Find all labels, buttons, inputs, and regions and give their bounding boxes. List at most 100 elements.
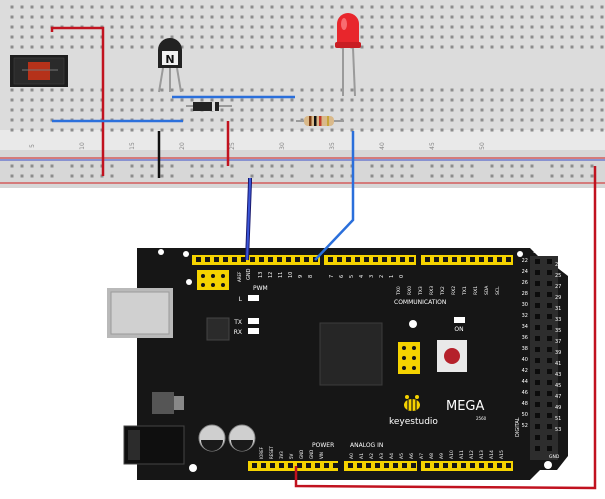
breadboard-hole (490, 108, 494, 112)
pin-label: A4 (389, 453, 395, 459)
breadboard-hole (560, 35, 564, 39)
breadboard-hole (320, 45, 324, 49)
breadboard-hole (60, 98, 64, 102)
header-pin (306, 463, 311, 468)
breadboard-hole (310, 45, 314, 49)
rail-hole (10, 164, 14, 168)
breadboard-hole (130, 98, 134, 102)
breadboard-hole (190, 128, 194, 132)
header-pin (535, 292, 540, 297)
breadboard-hole (550, 15, 554, 19)
pin-label: 37 (555, 339, 561, 345)
rail-hole (110, 164, 114, 168)
rail-hole (560, 174, 564, 178)
pin-label: 48 (522, 401, 528, 407)
header-pin (425, 463, 430, 468)
pin-label: A6 (409, 453, 415, 459)
breadboard-hole (560, 88, 564, 92)
pin-label: 26 (522, 280, 528, 286)
header-pin (277, 257, 282, 262)
breadboard-hole (540, 128, 544, 132)
breadboard-hole (280, 35, 284, 39)
pin-label: 2 (379, 275, 385, 278)
rail-hole (130, 174, 134, 178)
breadboard-hole (410, 98, 414, 102)
breadboard-hole (400, 118, 404, 122)
rail-hole (140, 174, 144, 178)
breadboard-hole (240, 98, 244, 102)
breadboard-hole (30, 5, 34, 9)
breadboard-hole (410, 5, 414, 9)
breadboard-hole (440, 118, 444, 122)
breadboard-hole (470, 15, 474, 19)
voltage-regulator (152, 392, 174, 414)
breadboard-hole (200, 45, 204, 49)
breadboard-hole (560, 15, 564, 19)
pin-label: A10 (449, 450, 455, 459)
header-pin (479, 257, 484, 262)
breadboard-hole (580, 98, 584, 102)
pin-label: 5 (349, 275, 355, 278)
breadboard-hole (310, 98, 314, 102)
breadboard-hole (600, 108, 604, 112)
breadboard-hole (330, 88, 334, 92)
breadboard-hole (320, 108, 324, 112)
header-pin (268, 257, 273, 262)
breadboard-hole (250, 128, 254, 132)
breadboard-hole (520, 25, 524, 29)
breadboard-hole (190, 25, 194, 29)
breadboard-hole (350, 88, 354, 92)
breadboard-hole (240, 15, 244, 19)
icsp-pins-2 (402, 346, 416, 370)
rail-hole (460, 164, 464, 168)
breadboard-hole (130, 108, 134, 112)
breadboard-hole (300, 45, 304, 49)
breadboard-hole (470, 128, 474, 132)
rail-hole (260, 174, 264, 178)
breadboard-hole (540, 35, 544, 39)
breadboard-hole (200, 35, 204, 39)
rail-hole (560, 164, 564, 168)
header-pin (402, 463, 407, 468)
breadboard-hole (150, 108, 154, 112)
header-pin (196, 257, 201, 262)
breadboard-hole (240, 108, 244, 112)
breadboard-hole (90, 128, 94, 132)
breadboard-hole (600, 45, 604, 49)
breadboard-hole (110, 25, 114, 29)
rail-hole (170, 174, 174, 178)
breadboard-hole (590, 108, 594, 112)
resistor-band-1 (309, 116, 312, 126)
breadboard-hole (410, 88, 414, 92)
breadboard-hole (70, 35, 74, 39)
breadboard-hole (410, 35, 414, 39)
mount-hole-3 (186, 279, 192, 285)
rail-hole (590, 164, 594, 168)
rail-hole (470, 164, 474, 168)
breadboard-hole (90, 5, 94, 9)
header-pin (535, 336, 540, 341)
rail-hole (200, 174, 204, 178)
breadboard-hole (450, 88, 454, 92)
breadboard-hole (570, 128, 574, 132)
breadboard-hole (210, 128, 214, 132)
rail-hole (290, 174, 294, 178)
breadboard-hole (430, 108, 434, 112)
pin-label: A0 (349, 453, 355, 459)
breadboard-hole (480, 108, 484, 112)
pin-label: 25 (555, 273, 561, 279)
pin-label: 50 (522, 412, 528, 418)
header-pin (535, 347, 540, 352)
pin-label: 4 (359, 275, 365, 278)
rail-hole (430, 164, 434, 168)
breadboard-hole (270, 118, 274, 122)
led-rx-indicator (248, 328, 259, 334)
breadboard-hole (190, 118, 194, 122)
column-number: 20 (179, 142, 186, 150)
breadboard-hole (520, 128, 524, 132)
breadboard-hole (40, 108, 44, 112)
breadboard-hole (420, 25, 424, 29)
header-pin (382, 257, 387, 262)
